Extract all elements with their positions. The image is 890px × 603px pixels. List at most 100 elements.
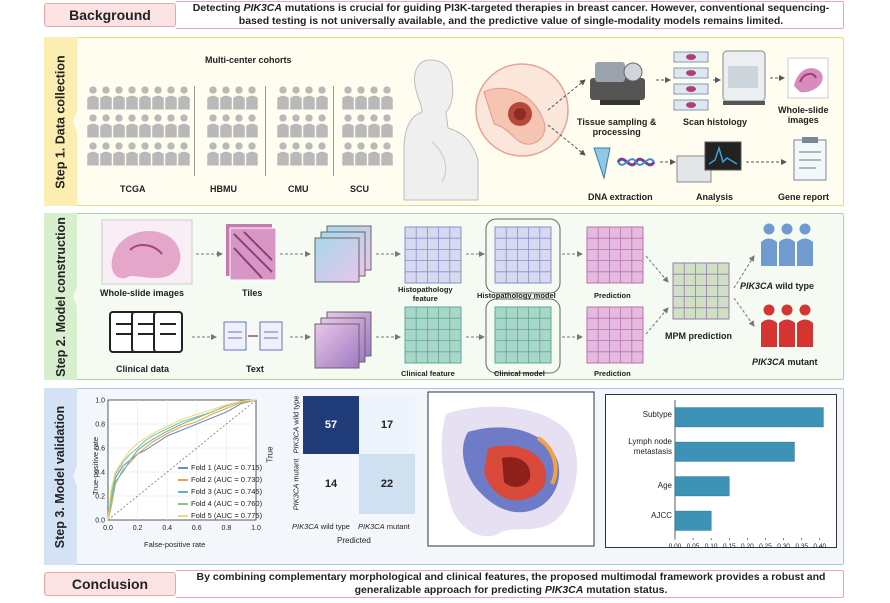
importance-xtick: 0.25 (759, 543, 772, 550)
person-icon (220, 86, 232, 110)
person-icon (87, 142, 99, 166)
cm-cell-fn: 14 (303, 454, 359, 514)
cm-xtick-2: PIK3CA mutant (358, 522, 410, 531)
roc-xtick: 0.8 (222, 525, 232, 532)
cohort-people-icons (87, 86, 393, 166)
person-icon (220, 114, 232, 138)
roc-legend: Fold 1 (AUC = 0.715) Fold 2 (AUC = 0.730… (178, 462, 262, 522)
person-icon (277, 86, 289, 110)
analysis-label: Analysis (696, 192, 734, 202)
roc-xlabel: False-positive rate (144, 540, 206, 549)
person-icon (87, 114, 99, 138)
gene-report-icon (793, 137, 827, 181)
legend-fold-5: Fold 5 (AUC = 0.775) (178, 510, 262, 522)
histo-feature-grid (404, 226, 462, 284)
breast-tumor-zoom (475, 63, 569, 157)
background-text-box (176, 1, 844, 29)
person-icon (178, 142, 190, 166)
imp-label-subtype: Subtype (642, 410, 672, 419)
background-banner: Background (44, 3, 176, 27)
roc-series-fold-4 (107, 399, 257, 521)
sequencer-icon (676, 141, 742, 183)
person-icon (165, 114, 177, 138)
step1-tab: Step 1. Data collection (44, 37, 77, 206)
cm-ytick-2: PIK3CA mutant (291, 458, 301, 511)
imp-label-ajcc: AJCC (651, 511, 672, 520)
roc-ytick: 0.4 (95, 470, 105, 477)
importance-xtick: 0.40 (813, 543, 826, 550)
gene-name: PIK3CA (243, 2, 282, 14)
person-icon (797, 223, 813, 266)
person-icon (342, 86, 354, 110)
person-icon (779, 304, 795, 347)
mutant-label: PIK3CA mutant (752, 357, 818, 367)
person-icon (316, 114, 328, 138)
gene-report-label: Gene report (778, 192, 830, 202)
importance-bar-0 (674, 407, 824, 428)
cohort-label-scu: SCU (350, 184, 370, 194)
cm-xtick-1: PIK3CA wild type (292, 522, 350, 531)
step3-title: Step 3. Model validation (53, 405, 68, 548)
clinical-prediction-label: Prediction (594, 369, 631, 378)
person-icon (381, 142, 393, 166)
clinical-data-label: Clinical data (116, 364, 170, 374)
scan-histology-label: Scan histology (683, 117, 748, 127)
person-icon (126, 142, 138, 166)
step1-arrows (547, 75, 787, 165)
person-icon (246, 86, 258, 110)
cm-cell-tp: 57 (303, 396, 359, 454)
cohort-label-cmu: CMU (288, 184, 309, 194)
roc-xtick: 0.6 (192, 525, 202, 532)
roc-xtick: 0.0 (103, 525, 113, 532)
person-icon (290, 114, 302, 138)
legend-fold-4: Fold 4 (AUC = 0.760) (178, 498, 262, 510)
person-icon (779, 223, 795, 266)
person-icon (207, 114, 219, 138)
dna-extraction-label: DNA extraction (588, 192, 653, 202)
conclusion-text-box (176, 570, 844, 598)
person-icon (113, 86, 125, 110)
person-icon (381, 114, 393, 138)
importance-xtick: 0.35 (795, 543, 808, 550)
person-icon (178, 86, 190, 110)
person-icon (303, 86, 315, 110)
person-icon (355, 142, 367, 166)
roc-ylabel: True-positive rate (91, 436, 100, 496)
clinical-embedding-stack (314, 311, 372, 369)
wsi-thumbnail-icon (787, 57, 829, 99)
person-icon (113, 142, 125, 166)
wsi-image (101, 219, 193, 285)
step2-tab: Step 2. Model construction (44, 213, 77, 380)
person-icon (165, 86, 177, 110)
roc-ytick: 0.8 (95, 422, 105, 429)
person-icon (100, 114, 112, 138)
person-icon (152, 86, 164, 110)
person-icon (126, 114, 138, 138)
person-icon (246, 142, 258, 166)
person-icon (368, 114, 380, 138)
roc-series-fold-1 (107, 399, 257, 521)
person-icon (139, 86, 151, 110)
histo-prediction-grid (586, 226, 644, 284)
person-icon (316, 86, 328, 110)
cohort-divider (265, 86, 266, 176)
person-icon (355, 114, 367, 138)
person-icon (220, 142, 232, 166)
person-icon (303, 114, 315, 138)
conclusion-text: By combining complementary morphological… (196, 571, 826, 596)
person-icon (342, 142, 354, 166)
person-icon (381, 86, 393, 110)
patient-silhouette (403, 59, 479, 201)
cm-xlabel: Predicted (337, 536, 371, 545)
person-icon (152, 142, 164, 166)
tissue-sampling-label: Tissue sampling & processing (577, 117, 657, 137)
cm-cell-fp: 17 (359, 396, 415, 454)
mpm-prediction-label: MPM prediction (665, 331, 732, 341)
person-icon (797, 304, 813, 347)
person-icon (277, 142, 289, 166)
person-icon (368, 86, 380, 110)
histo-model-grid (494, 226, 552, 284)
